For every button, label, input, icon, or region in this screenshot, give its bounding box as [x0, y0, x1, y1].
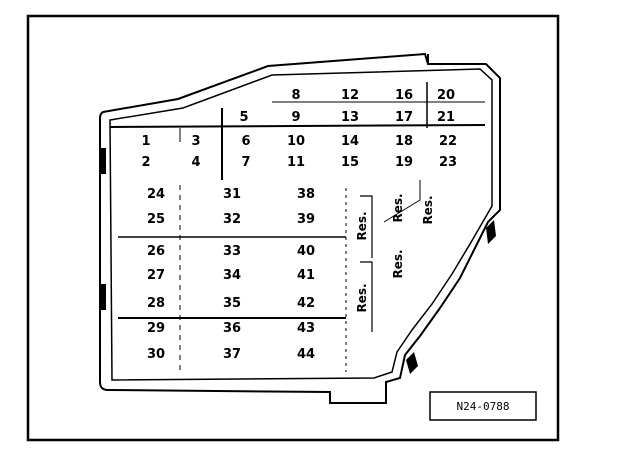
fuse-24: 24 [147, 187, 165, 202]
fuse-22: 22 [439, 134, 457, 149]
fuse-16: 16 [395, 88, 413, 103]
fuse-37: 37 [223, 347, 241, 362]
fuse-3: 3 [191, 134, 200, 149]
reserve-label-5: Res. [421, 195, 435, 224]
res-bracket-2 [360, 261, 373, 332]
fuse-4: 4 [191, 155, 200, 170]
fuse-17: 17 [395, 110, 413, 125]
housing-outline [99, 52, 501, 404]
fuse-34: 34 [223, 268, 241, 283]
fuse-9: 9 [291, 110, 300, 125]
fuse-12: 12 [341, 88, 359, 103]
right-tab-lower [406, 352, 418, 374]
fuse-35: 35 [223, 296, 241, 311]
fuse-1: 1 [141, 134, 150, 149]
left-tab-lower [101, 284, 106, 310]
fuse-38: 38 [297, 187, 315, 202]
fuse-39: 39 [297, 212, 315, 227]
fuse-8: 8 [291, 88, 300, 103]
fuse-41: 41 [297, 268, 315, 283]
res-bracket-3 [383, 180, 421, 223]
code-label-box [429, 391, 537, 421]
fuse-11: 11 [287, 155, 305, 170]
fuse-18: 18 [395, 134, 413, 149]
fuse-15: 15 [341, 155, 359, 170]
reserve-labels: Res. Res. Res. Res. Res. [355, 193, 435, 312]
fuse-42: 42 [297, 296, 315, 311]
fuse-28: 28 [147, 296, 165, 311]
outer-frame [26, 14, 560, 442]
fuse-13: 13 [341, 110, 359, 125]
right-tab-upper [486, 220, 496, 244]
fuse-33: 33 [223, 244, 241, 259]
fuse-2: 2 [141, 155, 150, 170]
fuse-26: 26 [147, 244, 165, 259]
reserve-label-1: Res. [355, 211, 369, 240]
divider-top-grid [109, 124, 486, 128]
fuse-25: 25 [147, 212, 165, 227]
fuse-19: 19 [395, 155, 413, 170]
left-tab-upper [101, 148, 106, 174]
fuse-27: 27 [147, 268, 165, 283]
fuse-14: 14 [341, 134, 359, 149]
reserve-label-3: Res. [391, 193, 405, 222]
fuse-10: 10 [287, 134, 305, 149]
fuse-36: 36 [223, 321, 241, 336]
res-bracket-1 [360, 195, 373, 258]
fuse-21: 21 [437, 110, 455, 125]
fuse-43: 43 [297, 321, 315, 336]
fuse-32: 32 [223, 212, 241, 227]
fuse-7: 7 [241, 155, 250, 170]
fuse-5: 5 [239, 110, 248, 125]
fuse-23: 23 [439, 155, 457, 170]
fuse-20: 20 [437, 88, 455, 103]
code-label: N24-0788 [457, 400, 510, 413]
fuse-31: 31 [223, 187, 241, 202]
fuse-40: 40 [297, 244, 315, 259]
fuse-6: 6 [241, 134, 250, 149]
reserve-label-2: Res. [355, 283, 369, 312]
housing-inner-outline [109, 68, 493, 381]
fuse-44: 44 [297, 347, 315, 362]
reserve-label-4: Res. [391, 249, 405, 278]
fuse-30: 30 [147, 347, 165, 362]
fuse-29: 29 [147, 321, 165, 336]
